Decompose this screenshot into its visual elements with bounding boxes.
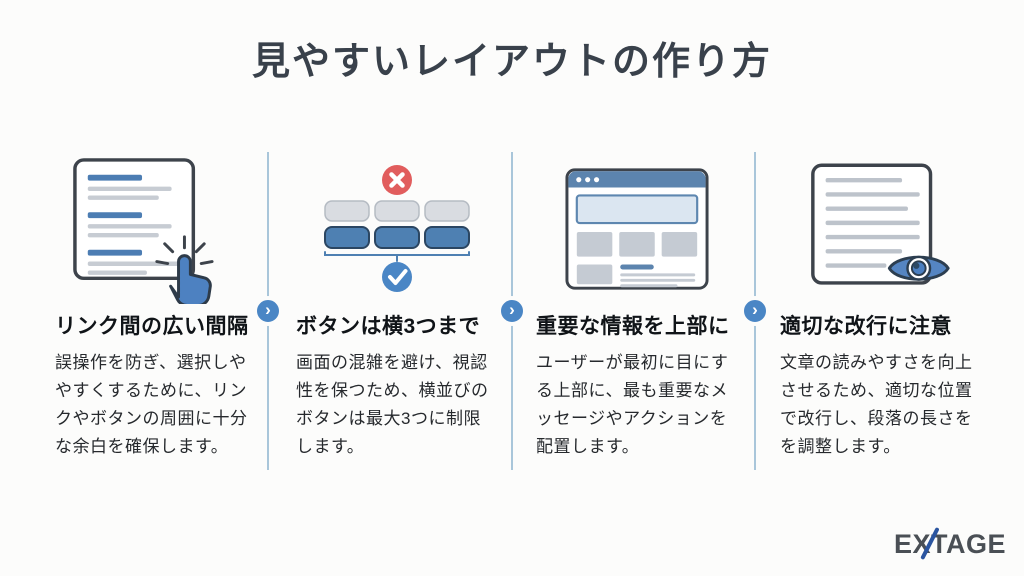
column-heading: ボタンは横3つまで bbox=[296, 315, 481, 338]
chevron-glyph: › bbox=[265, 300, 271, 319]
column-heading: リンク間の広い間隔 bbox=[55, 315, 249, 338]
chevron-glyph: › bbox=[752, 300, 758, 319]
button-rows-check-icon bbox=[296, 150, 498, 308]
column-body: 誤操作を防ぎ、選択しややすくするために、リンクやボタンの周囲に十分な余白を確保し… bbox=[55, 353, 248, 456]
document-links-click-icon bbox=[55, 150, 257, 308]
layout-tip-column-top-info: 重要な情報を上部に ユーザーが最初に目にする上部に、最も重要なメッセージやアクシ… bbox=[536, 150, 738, 461]
column-body: ユーザーが最初に目にする上部に、最も重要なメッセージやアクションを配置します。 bbox=[536, 353, 729, 456]
chevron-glyph: › bbox=[509, 300, 515, 319]
chevron-right-icon: › bbox=[253, 296, 283, 326]
chevron-right-icon: › bbox=[497, 296, 527, 326]
column-heading: 重要な情報を上部に bbox=[536, 315, 730, 338]
column-heading: 適切な改行に注意 bbox=[780, 315, 952, 338]
layout-tip-column-spacing: リンク間の広い間隔 誤操作を防ぎ、選択しややすくするために、リンクやボタンの周囲… bbox=[55, 150, 257, 461]
column-body: 画面の混雑を避け、視認性を保つため、横並びのボタンは最大3つに制限します。 bbox=[296, 353, 489, 456]
chevron-right-icon: › bbox=[740, 296, 770, 326]
logo-text-pre: E bbox=[893, 529, 913, 559]
document-eye-icon bbox=[780, 150, 982, 308]
layout-tip-column-line-breaks: 適切な改行に注意 文章の読みやすさを向上させるため、適切な位置で改行し、段落の長… bbox=[780, 150, 982, 461]
logo-text-post: TAGE bbox=[931, 529, 1006, 559]
column-body: 文章の読みやすさを向上させるため、適切な位置で改行し、段落の長さをを調整します。 bbox=[780, 353, 973, 456]
logo-x: X bbox=[912, 527, 940, 560]
browser-top-content-icon bbox=[536, 150, 738, 308]
page-title: 見やすいレイアウトの作り方 bbox=[251, 41, 772, 83]
layout-tip-column-buttons: ボタンは横3つまで 画面の混雑を避け、視認性を保つため、横並びのボタンは最大3つ… bbox=[296, 150, 498, 461]
